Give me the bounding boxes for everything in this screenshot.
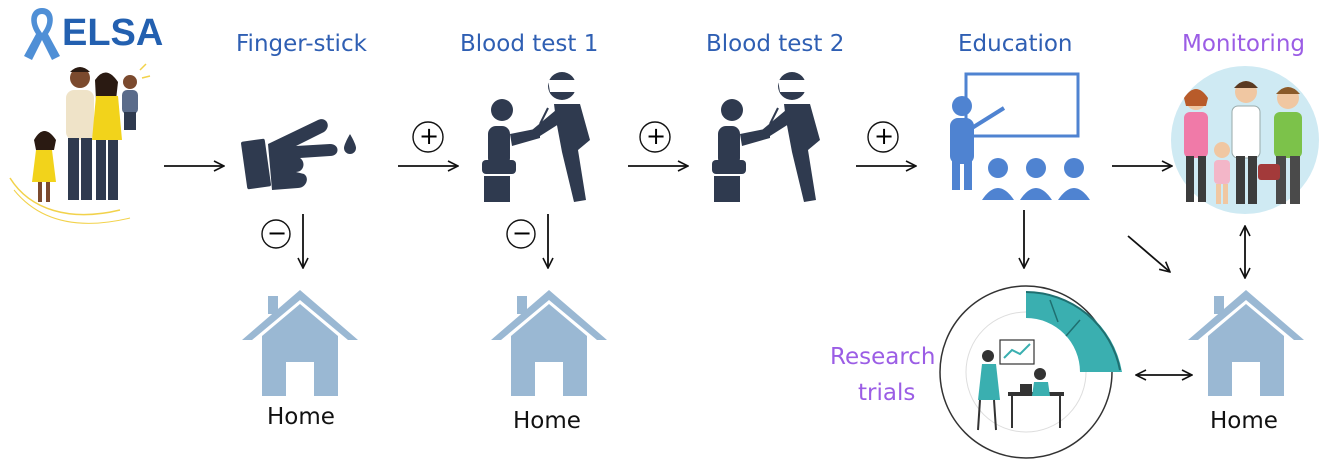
positive-marker-circle-3	[867, 121, 899, 153]
negative-marker-2: −	[512, 219, 533, 247]
positive-marker-2: +	[646, 122, 667, 150]
home-label-2: Home	[513, 408, 581, 434]
monitoring-care-team-icon	[1171, 66, 1319, 214]
research-trials-label-line-1: Research	[830, 344, 936, 370]
home-2-icon	[491, 290, 607, 396]
positive-marker-3: +	[874, 122, 895, 150]
blood-test-2-icon	[712, 72, 820, 202]
positive-marker-1: +	[419, 122, 440, 150]
negative-marker-circle-2	[506, 219, 536, 249]
positive-marker-circle-1	[412, 121, 444, 153]
home-1-icon	[242, 290, 358, 396]
family-illustration	[9, 63, 151, 224]
negative-marker-circle-1	[261, 219, 291, 249]
blood-test-1-icon	[482, 72, 590, 202]
home-3-icon	[1188, 290, 1304, 396]
step-title-blood-test-1: Blood test 1	[460, 31, 599, 57]
step-title-education: Education	[958, 31, 1073, 57]
research-trials-icon	[939, 285, 1122, 459]
negative-marker-1: −	[267, 219, 288, 247]
awareness-ribbon-icon	[24, 8, 60, 60]
home-label-3: Home	[1210, 408, 1278, 434]
home-label-1: Home	[267, 404, 335, 430]
education-classroom-icon	[950, 72, 1090, 200]
finger-stick-hand-icon	[241, 119, 356, 190]
step-title-monitoring: Monitoring	[1182, 31, 1305, 57]
arrow-education-to-home	[1127, 235, 1170, 272]
step-title-finger-stick: Finger-stick	[236, 31, 367, 57]
elsa-logo-text: ELSA	[62, 12, 164, 54]
flow-arrows	[164, 166, 1245, 375]
step-title-blood-test-2: Blood test 2	[706, 31, 845, 57]
research-trials-label-line-2: trials	[858, 380, 916, 406]
positive-marker-circle-2	[639, 121, 671, 153]
